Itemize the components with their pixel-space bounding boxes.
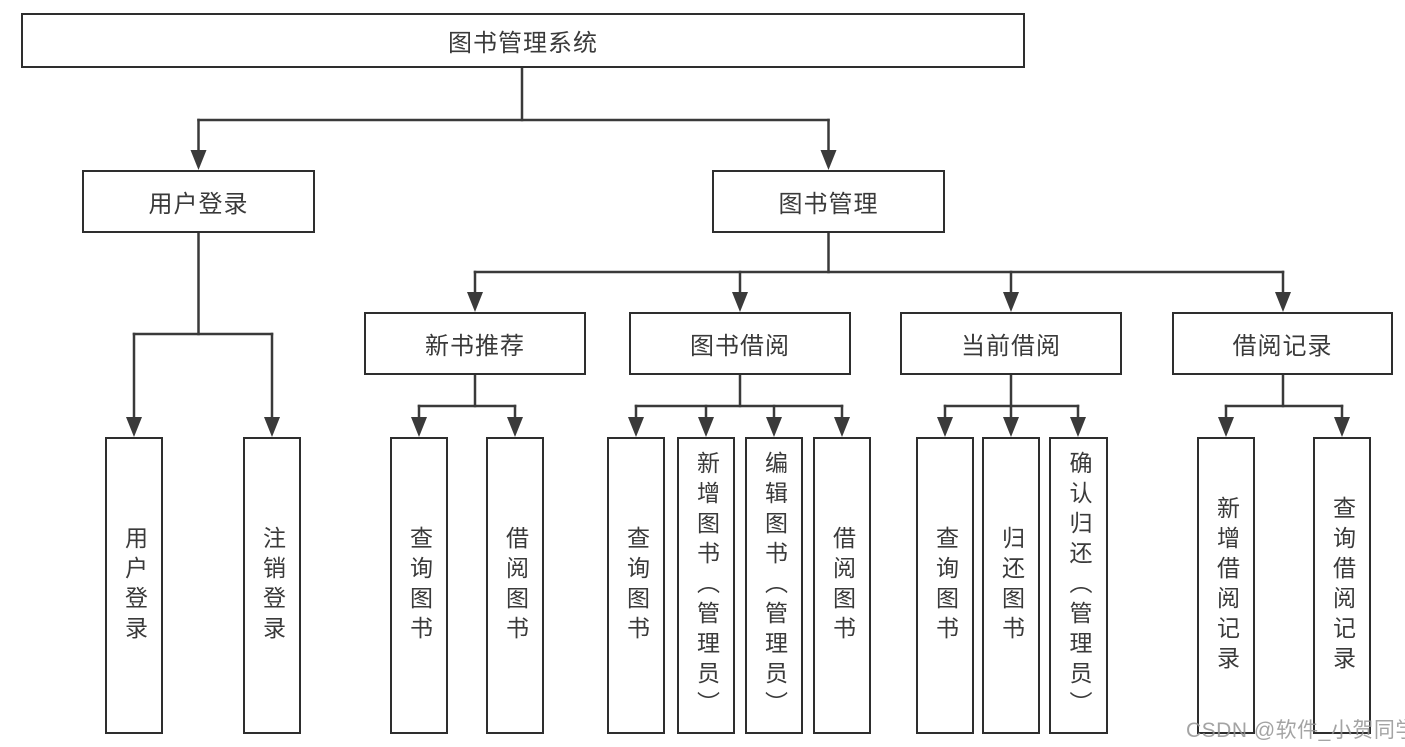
node-book-management: 图书管理 (712, 170, 945, 233)
leaf-logout: 注销登录 (243, 437, 301, 734)
node-book-borrowing: 图书借阅 (629, 312, 851, 375)
node-label: 查询图书 (406, 525, 433, 646)
node-label: 确认归还（管理员） (1066, 450, 1092, 721)
node-label: 借阅图书 (502, 525, 529, 646)
leaf-nbr-borrow-books: 借阅图书 (486, 437, 544, 734)
node-root-system: 图书管理系统 (21, 13, 1025, 68)
csdn-watermark: CSDN @软件_小贺同学 (1186, 719, 1405, 742)
node-user-login: 用户登录 (82, 170, 315, 233)
node-label: 新增图书（管理员） (693, 450, 720, 721)
node-label: 新增借阅记录 (1213, 495, 1240, 676)
leaf-cb-return-books: 归还图书 (982, 437, 1040, 734)
leaf-br-query-record: 查询借阅记录 (1313, 437, 1371, 734)
leaf-br-add-record: 新增借阅记录 (1197, 437, 1255, 734)
node-label: 编辑图书（管理员） (761, 450, 788, 721)
leaf-bb-query-books: 查询图书 (607, 437, 665, 734)
leaf-user-login: 用户登录 (105, 437, 163, 734)
node-label: 注销登录 (259, 525, 286, 646)
leaf-cb-confirm-return-admin: 确认归还（管理员） (1049, 437, 1108, 734)
node-label: 查询借阅记录 (1329, 495, 1356, 676)
leaf-bb-edit-books-admin: 编辑图书（管理员） (745, 437, 803, 734)
leaf-nbr-query-books: 查询图书 (390, 437, 448, 734)
node-label: 归还图书 (998, 525, 1025, 646)
leaf-cb-query-books: 查询图书 (916, 437, 974, 734)
node-label: 查询图书 (932, 525, 959, 646)
leaf-bb-add-books-admin: 新增图书（管理员） (677, 437, 735, 734)
node-borrowing-records: 借阅记录 (1172, 312, 1393, 375)
node-current-borrowing: 当前借阅 (900, 312, 1122, 375)
node-label: 借阅图书 (829, 525, 856, 646)
node-new-book-recommendation: 新书推荐 (364, 312, 586, 375)
node-label: 用户登录 (121, 525, 148, 646)
leaf-bb-borrow-books: 借阅图书 (813, 437, 871, 734)
node-label: 查询图书 (623, 525, 650, 646)
